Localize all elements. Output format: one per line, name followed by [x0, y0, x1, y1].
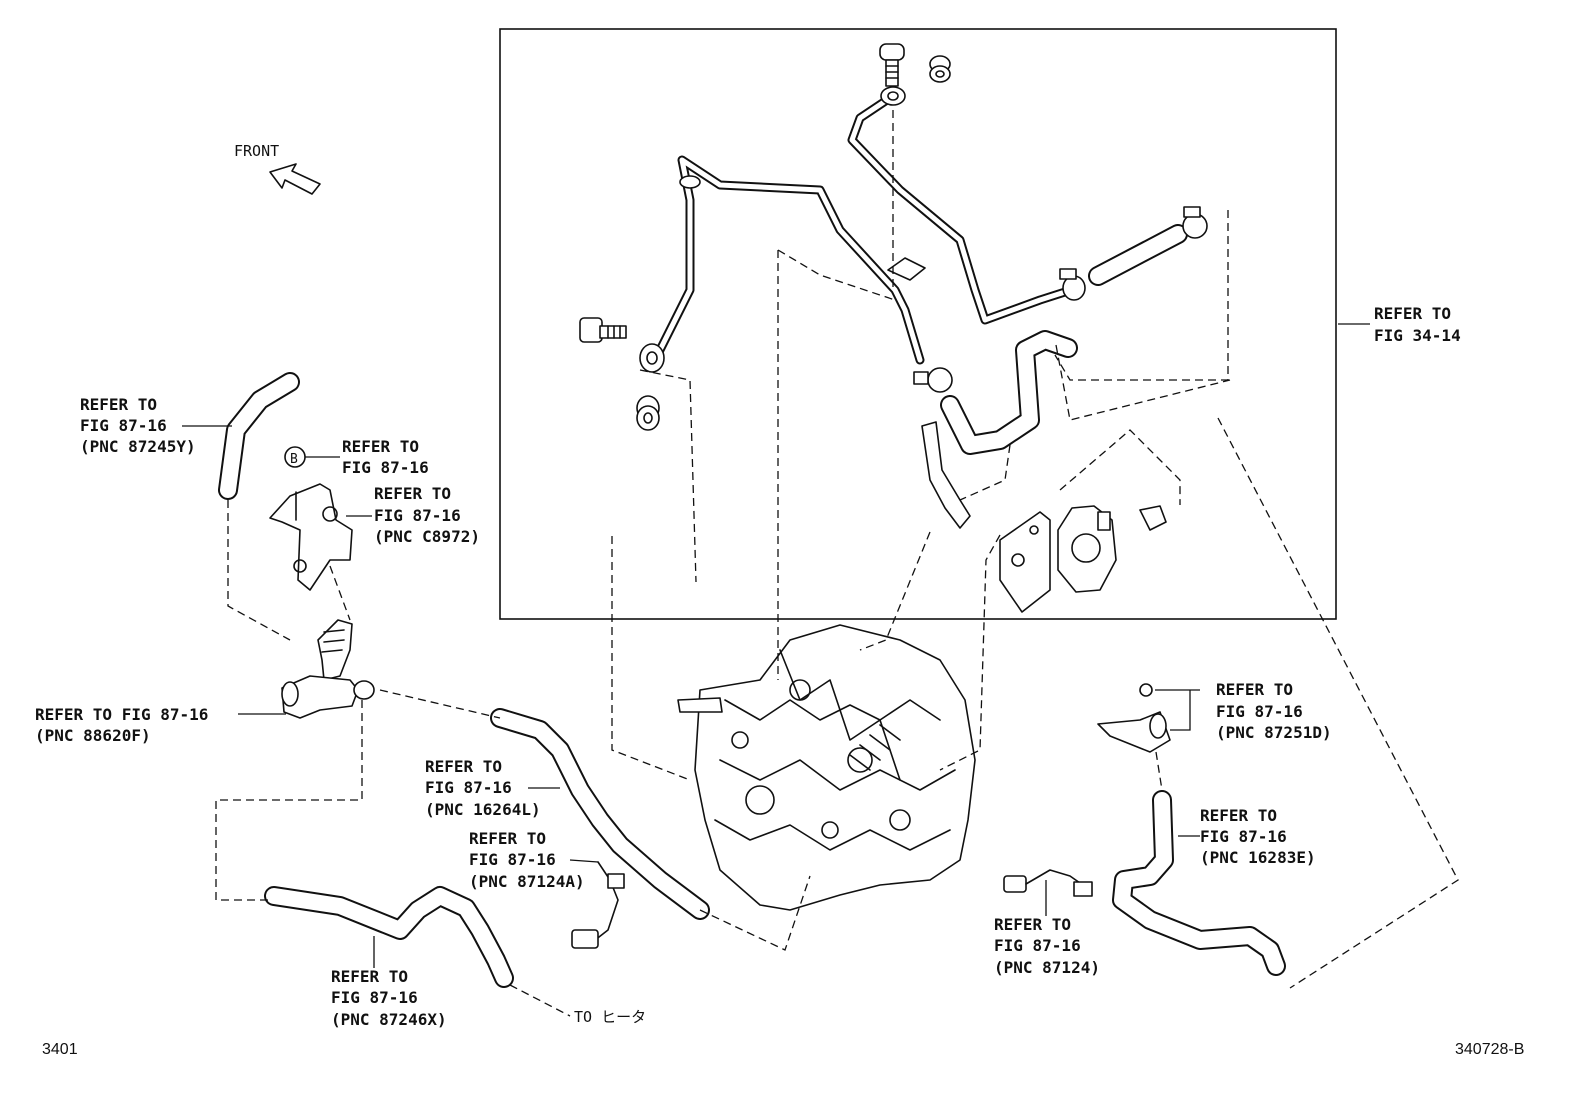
label-line: REFER TO — [1216, 680, 1293, 699]
heater-hose-middle — [490, 708, 710, 920]
heater-hose-lower — [264, 886, 514, 988]
detail-parts — [579, 43, 1229, 613]
to-heater-label: TO ヒータ — [574, 1008, 646, 1026]
label-line: FIG 87-16 — [374, 506, 461, 525]
label-line: FIG 87-16 — [331, 988, 418, 1007]
label-line: FIG 87-16 — [1216, 702, 1303, 721]
label-pnc-87251d: REFER TO FIG 87-16 (PNC 87251D) — [1216, 680, 1332, 742]
front-arrow-icon — [269, 163, 321, 195]
label-line: (PNC 87251D) — [1216, 723, 1332, 742]
label-line: REFER TO — [80, 395, 157, 414]
leader-lines — [182, 323, 1370, 968]
label-pnc-88620f: REFER TO FIG 87-16 (PNC 88620F) — [35, 705, 208, 745]
water-union-right — [1097, 683, 1171, 753]
label-pnc-87245y: REFER TO FIG 87-16 (PNC 87245Y) — [80, 395, 196, 456]
label-pnc-16283e: REFER TO FIG 87-16 (PNC 16283E) — [1200, 806, 1316, 867]
label-line: FIG 87-16 — [994, 936, 1081, 955]
washer-left — [636, 395, 660, 431]
label-line: REFER TO FIG 87-16 — [35, 705, 208, 724]
left-hose-upper — [218, 372, 300, 500]
label-line: REFER TO — [331, 967, 408, 986]
label-line: REFER TO — [994, 915, 1071, 934]
washer-top — [929, 55, 951, 83]
label-line: FIG 34-14 — [1374, 326, 1461, 345]
label-line: (PNC 87246X) — [331, 1010, 447, 1029]
sensor-87124a — [571, 861, 625, 949]
label-pnc-87124: REFER TO FIG 87-16 (PNC 87124) — [994, 915, 1100, 977]
label-line: FIG 87-16 — [1200, 827, 1287, 846]
label-fig-34-14: REFER TO FIG 34-14 — [1374, 304, 1461, 345]
label-line: (PNC 87245Y) — [80, 437, 196, 456]
front-label: FRONT — [234, 142, 279, 160]
marker-b-label: B — [290, 452, 298, 467]
figure-code: 340728-B — [1455, 1041, 1524, 1058]
label-line: (PNC 16264L) — [425, 800, 541, 819]
label-pnc-16264l: REFER TO FIG 87-16 (PNC 16264L) — [425, 757, 541, 819]
sensor-87124 — [1003, 869, 1093, 897]
transaxle-assembly — [677, 624, 976, 911]
label-pnc-87124a: REFER TO FIG 87-16 (PNC 87124A) — [469, 829, 585, 891]
label-line: (PNC 88620F) — [35, 726, 151, 745]
label-line: (PNC 87124) — [994, 958, 1100, 977]
front-indicator: FRONT — [234, 142, 321, 195]
label-line: REFER TO — [374, 484, 451, 503]
page-code: 3401 — [42, 1041, 78, 1058]
clamp-right-mid — [1059, 268, 1086, 301]
label-line: REFER TO — [469, 829, 546, 848]
water-valve — [281, 619, 375, 719]
label-line: FIG 87-16 — [80, 416, 167, 435]
label-line: FIG 87-16 — [342, 458, 429, 477]
label-line: (PNC C8972) — [374, 527, 480, 546]
label-line: FIG 87-16 — [425, 778, 512, 797]
clamp-right-top — [1182, 206, 1208, 239]
vacuum-pipe-right — [847, 86, 1070, 325]
detail-box — [499, 28, 1337, 620]
label-line: REFER TO — [1200, 806, 1277, 825]
label-line: (PNC 16283E) — [1200, 848, 1316, 867]
label-line: REFER TO — [1374, 304, 1451, 323]
label-pnc-87246x: REFER TO FIG 87-16 (PNC 87246X) — [331, 967, 447, 1029]
bracket-lower — [921, 421, 971, 529]
heater-hose-right — [1112, 790, 1286, 976]
label-line: (PNC 87124A) — [469, 872, 585, 891]
label-line: REFER TO — [342, 437, 419, 456]
label-pnc-c8972: REFER TO FIG 87-16 (PNC C8972) — [374, 484, 480, 546]
marker-b: B — [284, 446, 306, 468]
bolt-left — [579, 317, 627, 343]
bracket-valve — [269, 483, 353, 591]
vacuum-pump — [999, 505, 1167, 613]
bolt-top — [879, 43, 905, 87]
dashed-guides — [215, 250, 1459, 1017]
vacuum-pipe-left — [639, 155, 926, 373]
label-line: FIG 87-16 — [469, 850, 556, 869]
label-line: REFER TO — [425, 757, 502, 776]
label-marker-b-ref: REFER TO FIG 87-16 — [342, 437, 429, 477]
clamp-center — [913, 367, 953, 393]
